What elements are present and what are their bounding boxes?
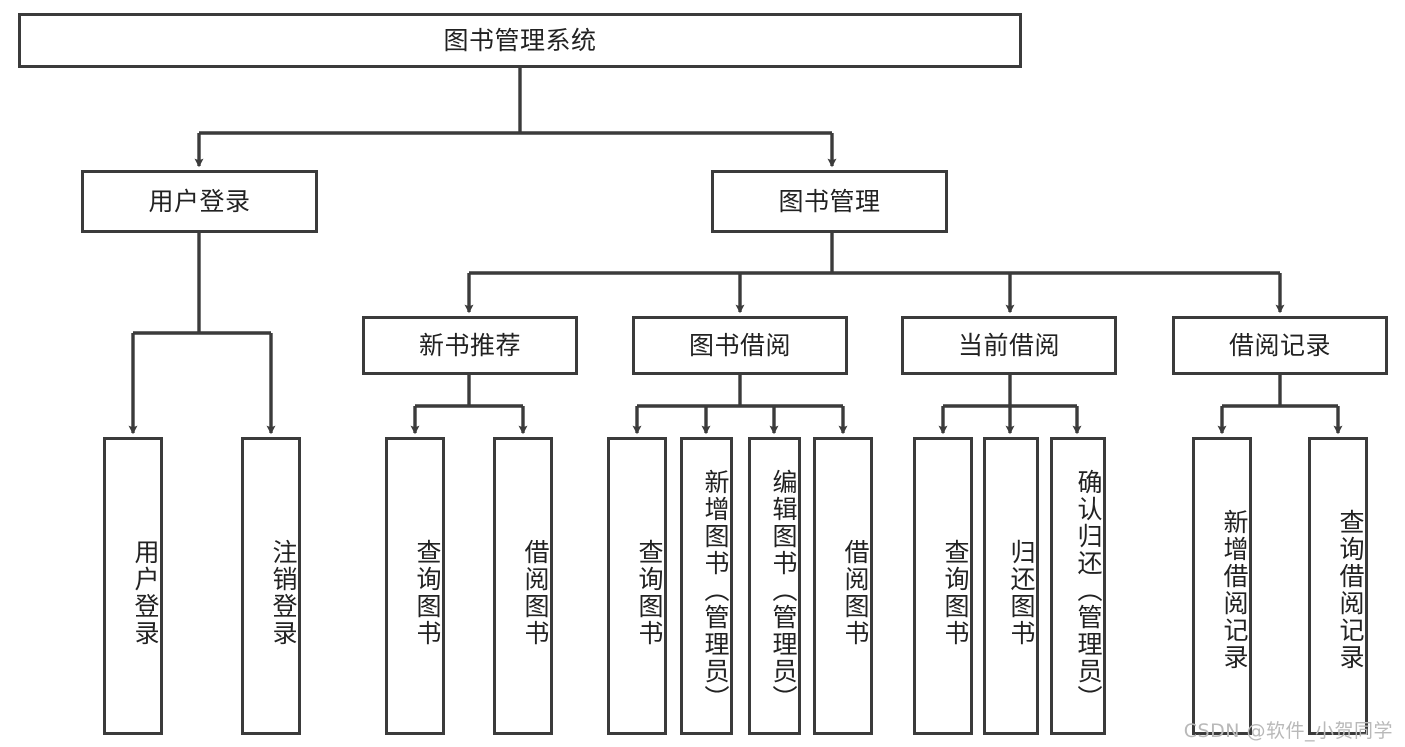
node-label: 新增图书（管理员） <box>701 468 730 712</box>
leaf-new-book-query[interactable]: 查询图书 <box>385 437 445 735</box>
node-user-login[interactable]: 用户登录 <box>81 170 318 233</box>
leaf-record-add-record[interactable]: 新增借阅记录 <box>1192 437 1252 735</box>
node-label: 当前借阅 <box>957 331 1060 360</box>
leaf-borrow-edit-book-admin[interactable]: 编辑图书（管理员） <box>748 437 801 735</box>
node-label: 图书管理 <box>778 187 881 216</box>
node-label: 新书推荐 <box>418 331 521 360</box>
watermark-text: CSDN @软件_小贺同学 <box>1183 720 1393 742</box>
node-label: 查询借阅记录 <box>1336 509 1365 671</box>
node-borrowing-record[interactable]: 借阅记录 <box>1172 316 1388 375</box>
node-label: 查询图书 <box>941 539 970 647</box>
node-label: 确认归还（管理员） <box>1074 468 1103 712</box>
node-label: 新增借阅记录 <box>1220 509 1249 671</box>
leaf-borrow-borrow-book[interactable]: 借阅图书 <box>813 437 873 735</box>
leaf-record-query-record[interactable]: 查询借阅记录 <box>1308 437 1368 735</box>
node-book-borrowing[interactable]: 图书借阅 <box>632 316 848 375</box>
node-label: 归还图书 <box>1007 539 1036 647</box>
node-label: 用户登录 <box>148 187 251 216</box>
node-current-borrowing[interactable]: 当前借阅 <box>901 316 1117 375</box>
leaf-user-login-signin[interactable]: 用户登录 <box>103 437 163 735</box>
leaf-user-login-signout[interactable]: 注销登录 <box>241 437 301 735</box>
node-label: 借阅记录 <box>1228 331 1331 360</box>
node-label: 借阅图书 <box>521 539 550 647</box>
node-label: 查询图书 <box>413 539 442 647</box>
node-book-management[interactable]: 图书管理 <box>711 170 948 233</box>
node-label: 借阅图书 <box>841 539 870 647</box>
node-label: 查询图书 <box>635 539 664 647</box>
leaf-new-book-borrow[interactable]: 借阅图书 <box>493 437 553 735</box>
leaf-borrow-query-book[interactable]: 查询图书 <box>607 437 667 735</box>
node-new-book-recommendation[interactable]: 新书推荐 <box>362 316 578 375</box>
node-label: 编辑图书（管理员） <box>769 468 798 712</box>
node-label: 用户登录 <box>131 539 160 647</box>
leaf-current-query-book[interactable]: 查询图书 <box>913 437 973 735</box>
leaf-current-return-book[interactable]: 归还图书 <box>983 437 1039 735</box>
node-label: 图书借阅 <box>688 331 791 360</box>
leaf-current-confirm-return-admin[interactable]: 确认归还（管理员） <box>1050 437 1106 735</box>
node-root-book-management-system[interactable]: 图书管理系统 <box>18 13 1022 68</box>
node-label: 注销登录 <box>269 539 298 647</box>
node-label: 图书管理系统 <box>443 26 597 55</box>
leaf-borrow-add-book-admin[interactable]: 新增图书（管理员） <box>680 437 733 735</box>
